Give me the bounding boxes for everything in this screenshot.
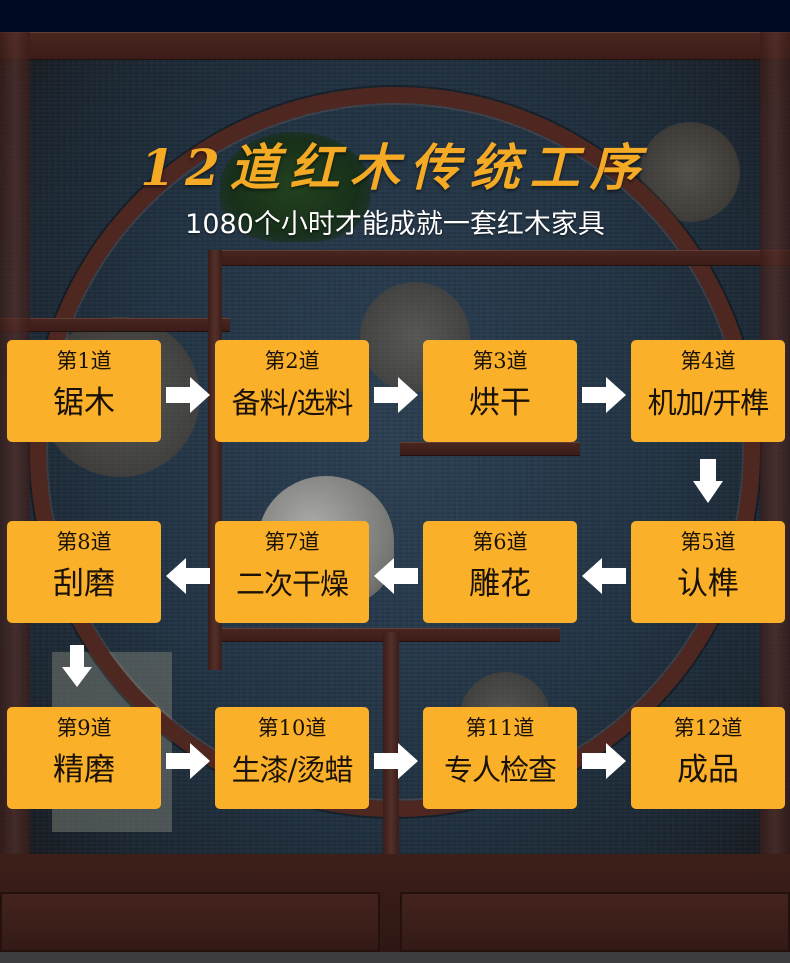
step-name: 成品 — [677, 752, 739, 788]
step-card-12: 第12道 成品 — [631, 707, 785, 809]
step-number: 第8道 — [56, 530, 112, 554]
step-number: 第5道 — [680, 530, 736, 554]
shelf — [0, 32, 790, 60]
arrow-left-icon — [374, 558, 418, 594]
step-name: 二次干燥 — [235, 567, 349, 601]
step-name: 锯木 — [53, 385, 115, 421]
step-name: 刮磨 — [53, 566, 115, 602]
step-card-5: 第5道 认榫 — [631, 521, 785, 623]
step-number: 第3道 — [472, 349, 528, 373]
step-name: 雕花 — [469, 566, 531, 602]
step-name: 精磨 — [53, 752, 115, 788]
bottom-strip — [0, 952, 790, 963]
step-card-10: 第10道 生漆/烫蜡 — [215, 707, 369, 809]
step-number: 第2道 — [264, 349, 320, 373]
drawer — [400, 892, 790, 952]
step-name: 烘干 — [469, 385, 531, 421]
arrow-right-icon — [166, 743, 210, 779]
shelf — [400, 442, 580, 456]
arrow-left-icon — [582, 558, 626, 594]
shelf — [0, 318, 230, 332]
step-name: 专人检查 — [443, 753, 557, 787]
arrow-down-icon — [693, 459, 723, 503]
step-card-8: 第8道 刮磨 — [7, 521, 161, 623]
post — [383, 632, 399, 862]
step-card-4: 第4道 机加/开榫 — [631, 340, 785, 442]
step-number: 第9道 — [56, 716, 112, 740]
step-number: 第1道 — [56, 349, 112, 373]
step-card-6: 第6道 雕花 — [423, 521, 577, 623]
step-card-9: 第9道 精磨 — [7, 707, 161, 809]
top-bar — [0, 0, 790, 32]
drawer — [0, 892, 380, 952]
step-card-2: 第2道 备料/选料 — [215, 340, 369, 442]
arrow-right-icon — [582, 377, 626, 413]
step-name: 机加/开榫 — [647, 386, 770, 420]
step-name: 认榫 — [677, 566, 739, 602]
arrow-right-icon — [582, 743, 626, 779]
step-number: 第6道 — [472, 530, 528, 554]
arrow-down-icon — [62, 645, 92, 687]
step-card-11: 第11道 专人检查 — [423, 707, 577, 809]
step-card-3: 第3道 烘干 — [423, 340, 577, 442]
step-name: 生漆/烫蜡 — [231, 753, 354, 787]
step-number: 第4道 — [680, 349, 736, 373]
step-number: 第11道 — [465, 716, 535, 740]
step-number: 第10道 — [257, 716, 327, 740]
page-subtitle: 1080个小时才能成就一套红木家具 — [185, 209, 605, 240]
step-card-7: 第7道 二次干燥 — [215, 521, 369, 623]
shelf — [210, 250, 790, 266]
arrow-right-icon — [374, 377, 418, 413]
arrow-right-icon — [374, 743, 418, 779]
step-name: 备料/选料 — [231, 386, 354, 420]
step-number: 第12道 — [673, 716, 743, 740]
step-number: 第7道 — [264, 530, 320, 554]
arrow-right-icon — [166, 377, 210, 413]
step-card-1: 第1道 锯木 — [7, 340, 161, 442]
page-title: 12道红木传统工序 — [140, 138, 650, 197]
arrow-left-icon — [166, 558, 210, 594]
